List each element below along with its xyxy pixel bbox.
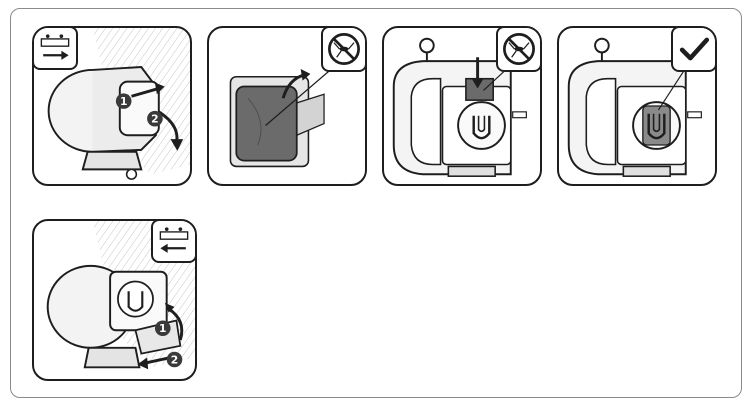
no-mosquito-icon	[328, 33, 360, 65]
callout-2: 2	[147, 110, 163, 127]
callout-2: 2	[166, 351, 183, 368]
step-1-illustration: 1 2	[47, 28, 190, 180]
slide-close-badge	[151, 221, 195, 263]
slide-arrow	[131, 87, 160, 98]
svg-text:2: 2	[151, 113, 158, 126]
step-5-illustration: 1 2	[46, 221, 195, 370]
stand-base	[81, 150, 143, 171]
no-mosquito-badge	[321, 28, 365, 72]
slide-close-icon	[159, 227, 189, 253]
knob	[594, 37, 610, 54]
checkmark-badge	[671, 28, 715, 72]
callout-1: 1	[115, 93, 132, 109]
slide-arrow	[142, 356, 171, 365]
step-5-panel: 1 2	[32, 219, 197, 381]
svg-text:1: 1	[159, 322, 166, 335]
svg-text:1: 1	[120, 95, 127, 108]
callout-1: 1	[154, 320, 171, 337]
checkmark-icon	[679, 37, 710, 61]
svg-text:2: 2	[171, 353, 178, 366]
no-mosquito-badge	[496, 28, 540, 72]
slide-open-icon	[40, 34, 70, 60]
step-4-illustration	[567, 37, 702, 177]
knob	[419, 37, 435, 54]
no-mosquito-icon	[503, 33, 535, 65]
step-2-illustration	[229, 66, 335, 168]
step-4-panel	[557, 26, 717, 186]
step-2-panel	[207, 26, 367, 186]
rotate-arrow	[167, 307, 184, 341]
instruction-frame	[10, 8, 742, 398]
stand-base	[83, 346, 141, 369]
step-1-panel: 1 2	[32, 26, 192, 186]
repellent-pad	[465, 77, 494, 101]
step-3-illustration	[392, 37, 527, 177]
repellent-pad	[235, 85, 298, 162]
step-3-panel	[382, 26, 542, 186]
slide-open-badge	[34, 28, 78, 70]
